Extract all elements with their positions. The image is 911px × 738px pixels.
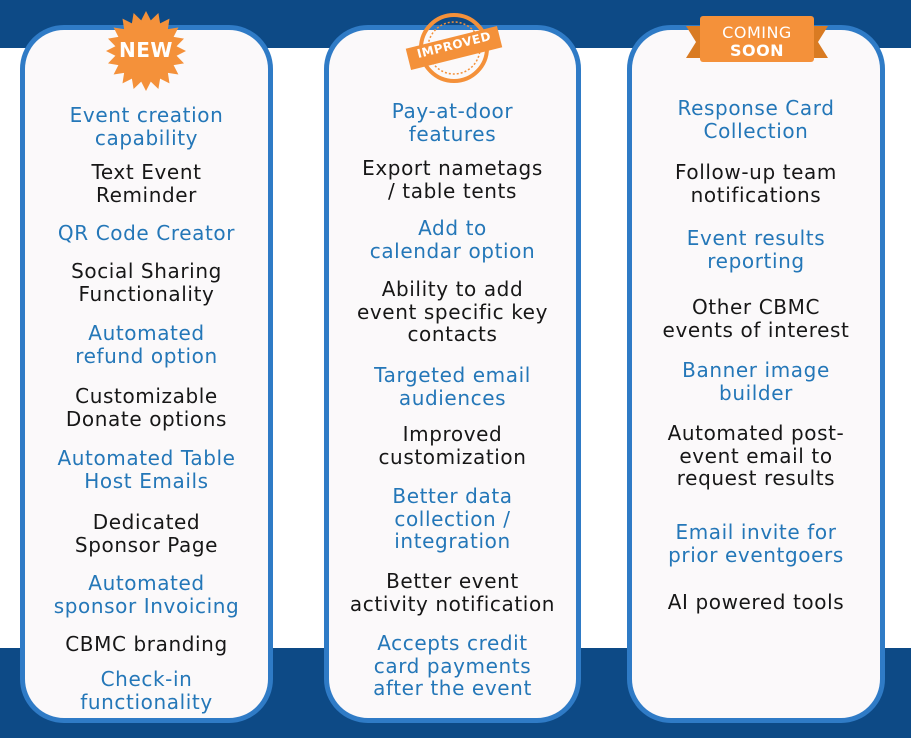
feature-item: CBMC branding xyxy=(65,632,228,656)
feature-item: Automated post- event email to request r… xyxy=(667,421,845,490)
feature-item: Accepts credit card payments after the e… xyxy=(373,631,532,700)
new-badge-label: NEW xyxy=(119,38,173,62)
feature-item: Export nametags / table tents xyxy=(362,156,543,203)
feature-item: QR Code Creator xyxy=(57,221,236,245)
feature-item: Automated refund option xyxy=(75,321,218,368)
soon-label: SOON xyxy=(729,41,785,60)
ribbon-icon xyxy=(686,16,828,62)
feature-item: Automated sponsor Invoicing xyxy=(53,571,240,618)
feature-item: Other CBMC events of interest xyxy=(662,295,850,342)
feature-item: AI powered tools xyxy=(667,590,845,614)
feature-item: Better data collection / integration xyxy=(392,484,513,553)
coming-soon-features-card: Response Card Collection Follow-up team … xyxy=(627,25,885,723)
stamp-icon xyxy=(405,13,503,83)
feature-item: Text Event Reminder xyxy=(91,160,202,207)
improved-features-card: Pay-at-door features Export nametags / t… xyxy=(324,25,581,723)
coming-soon-badge: COMING SOON xyxy=(686,12,828,68)
feature-item: Dedicated Sponsor Page xyxy=(74,510,219,557)
new-features-card: Event creation capability Text Event Rem… xyxy=(20,25,273,723)
feature-item: Add to calendar option xyxy=(369,216,536,263)
feature-item: Automated Table Host Emails xyxy=(57,446,236,493)
improved-badge: IMPROVED xyxy=(404,10,504,86)
feature-item: Customizable Donate options xyxy=(65,384,228,431)
feature-item: Social Sharing Functionality xyxy=(71,259,222,306)
coming-label: COMING xyxy=(722,23,792,42)
feature-item: Banner image builder xyxy=(682,358,830,405)
feature-item: Response Card Collection xyxy=(677,96,835,143)
starburst-icon xyxy=(106,11,186,91)
feature-item: Event results reporting xyxy=(686,226,826,273)
feature-item: Pay-at-door features xyxy=(391,99,514,146)
feature-item: Event creation capability xyxy=(69,103,224,150)
feature-item: Check-in functionality xyxy=(80,667,213,714)
new-badge: NEW xyxy=(105,10,187,92)
feature-item: Email invite for prior eventgoers xyxy=(668,520,844,567)
feature-item: Targeted email audiences xyxy=(374,363,531,410)
feature-item: Follow-up team notifications xyxy=(675,160,837,207)
feature-item: Better event activity notification xyxy=(349,569,556,616)
feature-item: Ability to add event specific key contac… xyxy=(356,277,549,346)
feature-item: Improved customization xyxy=(378,422,527,469)
